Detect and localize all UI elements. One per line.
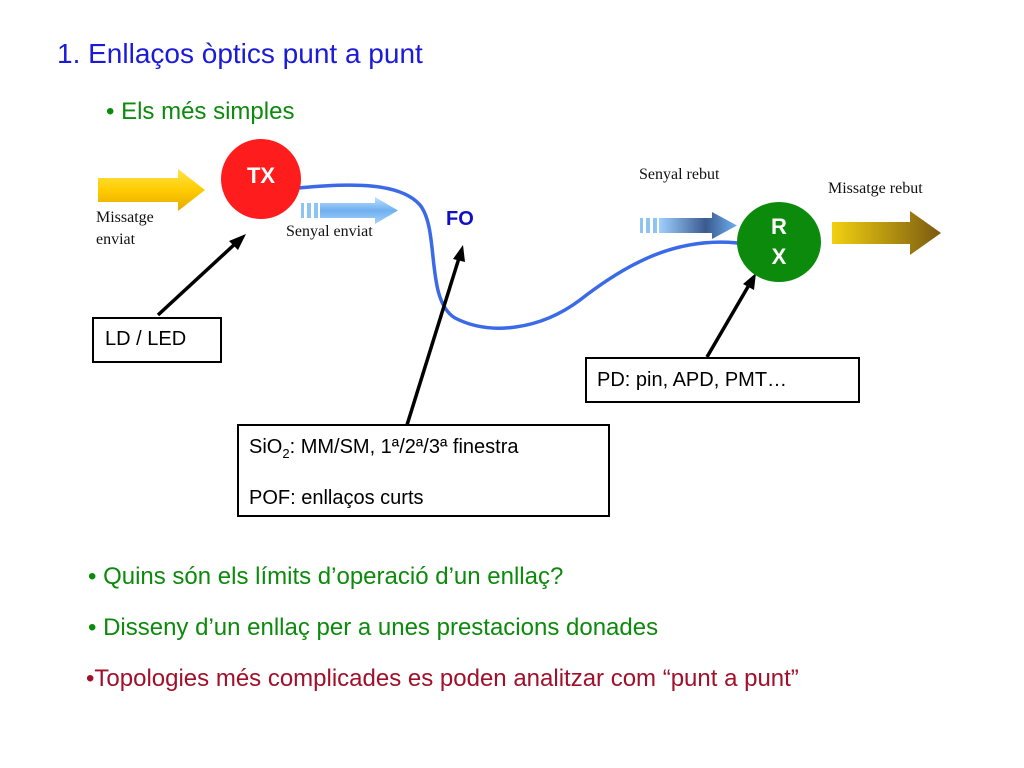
subtitle-bullet: • Els més simples [106,98,295,125]
message-sent-label: Missatge enviat [96,209,154,248]
photodetector-box: PD: pin, APD, PMT… [585,357,860,403]
pd-pointer-arrow [705,273,756,358]
signal-sent-label: Senyal enviat [286,223,373,240]
message-sent-arrow [98,169,205,211]
ld-led-box: LD / LED [92,317,222,363]
fiber-label: FO [446,208,474,230]
tx-label: TX [246,163,276,188]
message-received-arrow [832,211,941,255]
bullet-topologies: •Topologies més complicades es poden ana… [86,665,799,692]
ld-pointer-arrow [156,234,246,317]
message-received-label: Missatge rebut [828,180,923,197]
optical-fiber [297,183,753,330]
signal-sent-arrow [301,197,398,224]
fiber-types-line1: SiO2: MM/SM, 1ª/2ª/3ª finestra [249,436,519,461]
page-title: 1. Enllaços òptics punt a punt [57,38,423,69]
signal-received-arrow [640,212,737,239]
receiver-node: R X [737,202,821,282]
transmitter-node: TX [221,139,301,219]
bullet-design: • Disseny d’un enllaç per a unes prestac… [88,614,659,641]
ld-led-text: LD / LED [105,328,187,350]
signal-received-label: Senyal rebut [639,166,720,183]
fiber-types-box: SiO2: MM/SM, 1ª/2ª/3ª finestra POF: enll… [237,424,610,517]
fiber-pointer-arrow [405,245,465,426]
rx-label: R X [771,214,787,269]
photodetector-text: PD: pin, APD, PMT… [597,369,788,391]
fiber-types-line2: POF: enllaços curts [249,487,424,509]
bullet-limits: • Quins són els límits d’operació d’un e… [88,563,564,590]
